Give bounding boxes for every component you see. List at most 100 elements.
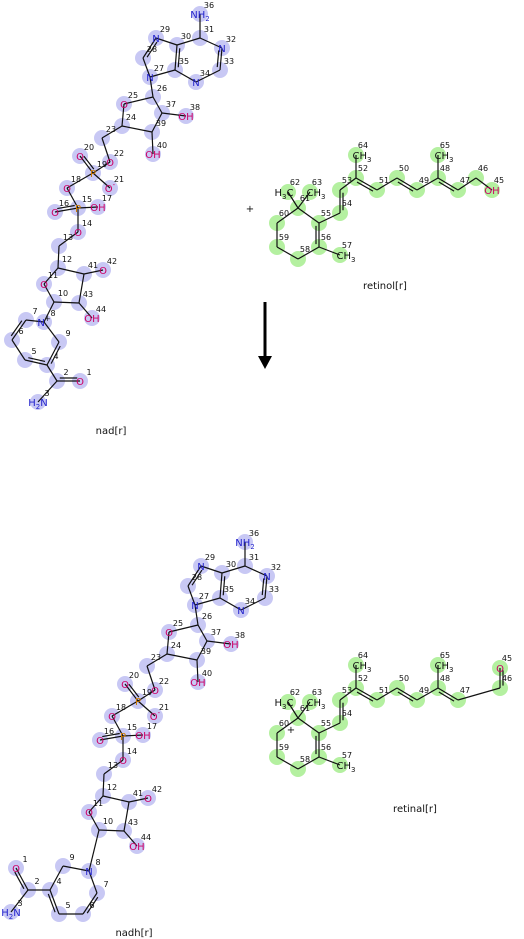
bond [92,161,111,174]
bond [264,575,268,599]
bond [355,687,378,701]
bond [43,321,60,343]
atom-label-part: 3 [282,193,286,201]
methyl-label: CH3 [435,151,454,164]
amine-label: NH2 [235,538,254,551]
bond [78,273,85,304]
bond-double [356,181,374,192]
bond-double [14,871,25,890]
atom-index: 59 [279,743,289,752]
bond-double [57,204,75,210]
atom-index: 17 [147,722,157,731]
atom-index: 44 [96,305,106,314]
atom-index: 44 [141,833,151,842]
nitrogen-label: N [263,572,270,583]
atom-index: 16 [104,727,114,736]
methyl-label: CH3 [435,661,454,674]
atom-label-part: CH [353,661,368,672]
bond [151,131,154,155]
atom-index: 65 [440,651,450,660]
atom-index: 57 [342,241,352,250]
bond [43,301,55,323]
bond [121,103,125,127]
bond [102,773,105,797]
bond-double [261,578,265,596]
atom-index: 64 [358,141,368,150]
atom-index: 54 [342,709,352,718]
atom-index: 7 [103,880,108,889]
atom-label-part: N [13,908,20,919]
atom-label-part: - [113,181,116,189]
bond [297,701,311,719]
bond [99,735,124,741]
bond [297,191,311,209]
atom-index: 25 [128,91,138,100]
oxygen-label: O [96,736,104,747]
atom-index: 54 [342,199,352,208]
bond [83,269,104,275]
bond [62,865,90,872]
bond [57,267,85,275]
hydroxyl-label: OH [178,112,193,123]
atom-index: 12 [62,255,72,264]
bond [142,37,157,59]
atom-index: 32 [226,35,236,44]
bond [43,283,55,303]
atom-label-part: C [287,698,294,709]
bond [15,867,29,891]
bond [376,687,398,701]
atom-index: 15 [127,723,137,732]
atom-index: 37 [211,628,221,637]
atom-label-part: 3 [351,766,355,774]
bond [101,125,123,139]
bond [53,301,80,304]
atom-label-part: H [28,398,36,409]
atom-index: 39 [156,119,166,128]
amine-label: NH2 [190,10,209,23]
oxygen-label: O [120,100,128,111]
oxygen-label: O [106,158,114,169]
atom-index: 9 [69,853,74,862]
bond [437,687,459,701]
atom-index: 10 [103,817,113,826]
atom-index: 62 [290,688,300,697]
atom-label-part: 3 [282,703,286,711]
atom-index: 22 [114,149,124,158]
atom-index: 14 [127,747,137,756]
atom-label-part: 3 [367,156,371,164]
bond [79,155,94,174]
bond [58,231,79,247]
carbonyl-oxygen-label: O [496,664,504,675]
atom-index: 20 [129,671,139,680]
atom-index: 28 [147,45,157,54]
atom-index: 27 [154,64,164,73]
atom-index: 45 [502,654,512,663]
bond [187,565,202,587]
bond [194,604,199,626]
atom-index: 30 [226,560,236,569]
atom-index: 6 [89,901,94,910]
atom-index: 33 [269,585,279,594]
bond [194,597,221,606]
atom-index: 30 [181,32,191,41]
atom-index: 63 [312,178,322,187]
atom-label-part: OH [135,731,150,742]
bond [152,96,163,114]
bond [66,187,79,209]
bond [49,889,60,915]
bond [25,319,45,323]
nitrogen-label: N [152,34,159,45]
oxygen-label: O [119,756,127,767]
atom-label-part: CH [435,661,450,672]
bond [174,69,197,83]
atom-index: 19 [97,160,107,169]
atom-label-part: CH [435,151,450,162]
atom-index: 9 [65,329,70,338]
atom-index: 1 [22,855,27,864]
atom-index: 18 [71,175,81,184]
hydroxyl-label: OH [190,678,205,689]
atom-label-part: H [275,188,283,199]
bond [149,69,176,78]
bond [128,797,149,803]
